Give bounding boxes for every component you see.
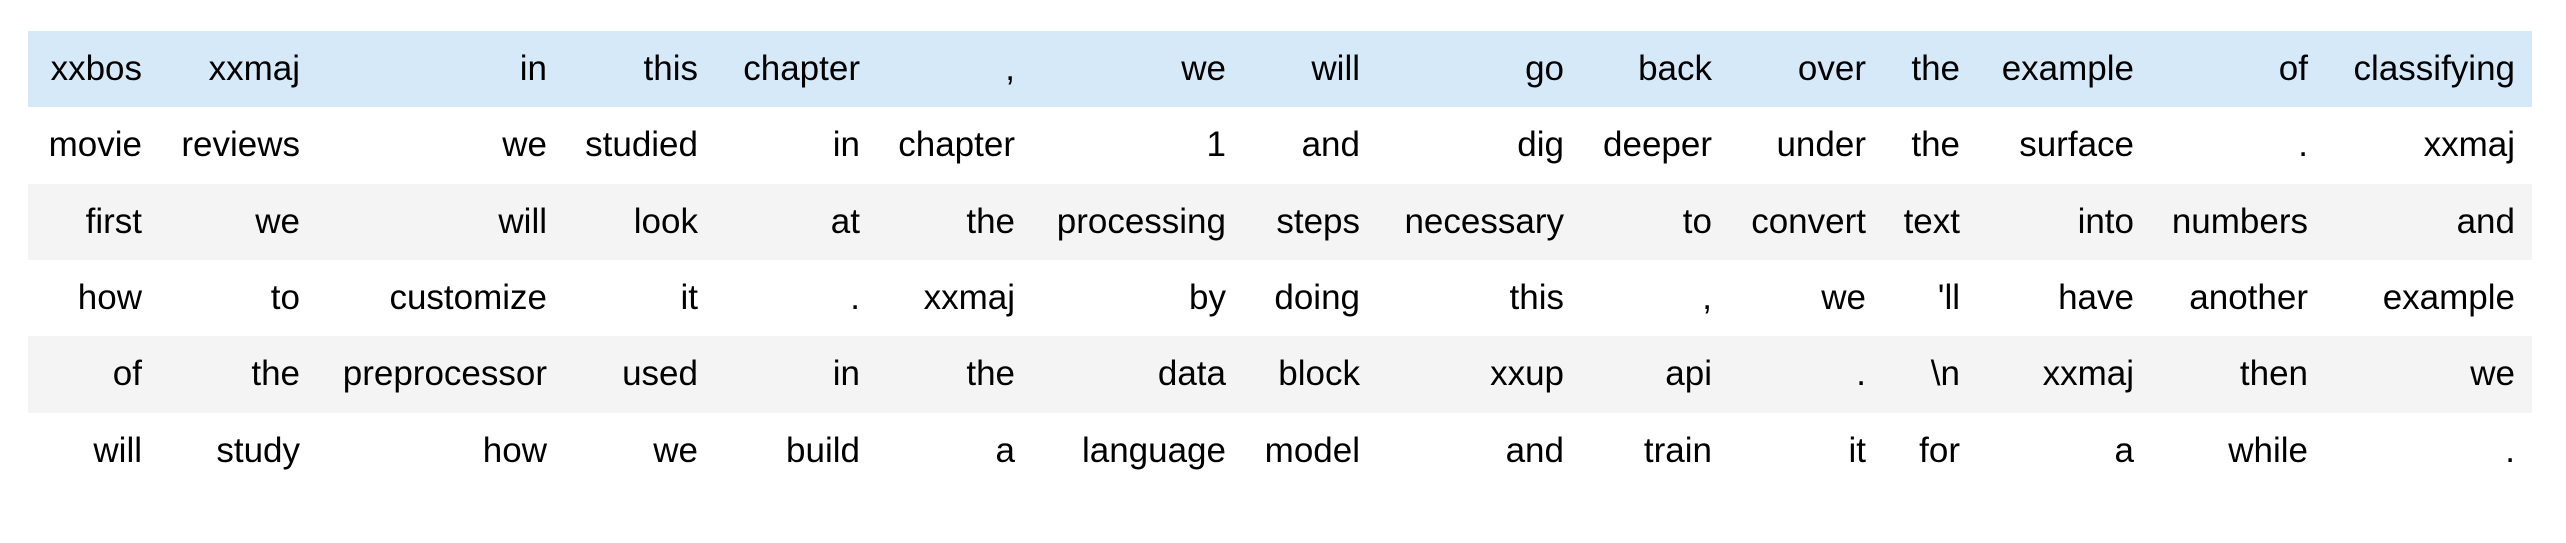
tokens-table: xxbos xxmaj in this chapter, we will go back over… [28, 31, 2532, 489]
token-cell: a [2114, 430, 2134, 470]
token-cell: in [832, 354, 860, 394]
token-cell: back [1638, 49, 1712, 89]
token-cell: api [1665, 354, 1712, 394]
token-cell: . [2505, 430, 2515, 470]
token-cell: how [77, 278, 142, 318]
token-cell: xxmaj [2042, 354, 2134, 394]
token-cell: and [1505, 430, 1564, 470]
token-cell: first [85, 201, 142, 241]
token-cell: of [112, 354, 142, 394]
token-cell: it [1848, 430, 1867, 470]
token-cell: the [966, 354, 1015, 394]
token-cell: data [1157, 354, 1226, 394]
token-cell: numbers [2171, 201, 2308, 241]
table-row: how to customize it. xxmaj by doing this, we 'll h… [28, 260, 2532, 336]
token-cell: will [93, 430, 142, 470]
token-cell: xxbos [50, 49, 142, 89]
token-cell: convert [1751, 201, 1866, 241]
token-cell: movie [48, 125, 142, 165]
token-cell: to [270, 278, 300, 318]
token-cell: how [482, 430, 547, 470]
token-cell: another [2189, 278, 2308, 318]
token-cell: will [1311, 49, 1360, 89]
token-cell: under [1776, 125, 1866, 165]
token-cell: it [680, 278, 699, 318]
token-cell: the [1911, 49, 1960, 89]
token-cell: and [1301, 125, 1360, 165]
table-row: will study how we build a language model and trai… [28, 413, 2532, 489]
table-row: first we will look at the processing steps neces… [28, 183, 2532, 260]
token-cell: we [1821, 278, 1866, 318]
token-cell: in [832, 125, 860, 165]
token-cell: the [251, 354, 300, 394]
token-cell: dig [1517, 125, 1564, 165]
token-cell: we [255, 201, 300, 241]
token-cell: this [1509, 278, 1564, 318]
token-cell: by [1189, 278, 1226, 318]
token-cell: xxmaj [923, 278, 1015, 318]
token-cell: processing [1056, 201, 1226, 241]
token-cell: block [1278, 354, 1360, 394]
token-cell: studied [585, 125, 698, 165]
token-cell: in [519, 49, 547, 89]
token-cell: xxmaj [208, 49, 300, 89]
token-cell: of [2278, 49, 2308, 89]
token-cell: have [2058, 278, 2134, 318]
notebook-output: xxbos xxmaj in this chapter, we will go back over… [28, 31, 2532, 489]
table-row: of the preprocessor used in the data block xxup a… [28, 336, 2532, 413]
token-cell: , [1005, 49, 1015, 89]
token-cell: while [2228, 430, 2308, 470]
token-cell: \n [1930, 354, 1960, 394]
token-cell: will [498, 201, 547, 241]
token-cell: model [1264, 430, 1360, 470]
token-cell: over [1797, 49, 1866, 89]
token-cell: we [502, 125, 547, 165]
token-cell: . [2298, 125, 2308, 165]
token-cell: train [1643, 430, 1712, 470]
token-cell: xxup [1490, 354, 1564, 394]
token-cell: classifying [2353, 49, 2515, 89]
token-cell: at [830, 201, 860, 241]
token-cell: text [1903, 201, 1960, 241]
token-cell: we [2470, 354, 2515, 394]
token-cell: necessary [1404, 201, 1564, 241]
token-cell: and [2456, 201, 2515, 241]
token-cell: steps [1276, 201, 1360, 241]
token-cell: study [216, 430, 300, 470]
token-cell: then [2239, 354, 2308, 394]
token-cell: 'll [1937, 278, 1960, 318]
tokens-table-body: xxbos xxmaj in this chapter, we will go back over… [28, 31, 2532, 489]
token-cell: xxmaj [2423, 125, 2515, 165]
token-cell: a [995, 430, 1015, 470]
token-cell: go [1525, 49, 1564, 89]
token-cell: . [1856, 354, 1866, 394]
token-cell: into [2077, 201, 2134, 241]
token-cell: example [2001, 49, 2134, 89]
token-cell: reviews [181, 125, 300, 165]
token-cell: preprocessor [342, 354, 547, 394]
token-cell: chapter [898, 125, 1015, 165]
token-cell: , [1702, 278, 1712, 318]
token-cell: look [633, 201, 698, 241]
token-cell: surface [2019, 125, 2134, 165]
token-cell: this [643, 49, 698, 89]
token-cell: 1 [1206, 125, 1226, 165]
token-cell: for [1919, 430, 1960, 470]
token-cell: customize [389, 278, 547, 318]
token-cell: used [622, 354, 698, 394]
token-cell: the [966, 201, 1015, 241]
token-cell: . [850, 278, 860, 318]
token-cell: language [1081, 430, 1226, 470]
token-cell: doing [1274, 278, 1360, 318]
table-row-highlighted: xxbos xxmaj in this chapter, we will go back over… [28, 31, 2532, 108]
token-cell: we [1181, 49, 1226, 89]
token-cell: we [653, 430, 698, 470]
token-cell: to [1682, 201, 1712, 241]
token-cell: chapter [743, 49, 860, 89]
token-cell: the [1911, 125, 1960, 165]
token-cell: example [2382, 278, 2515, 318]
token-cell: build [786, 430, 860, 470]
token-cell: deeper [1603, 125, 1712, 165]
